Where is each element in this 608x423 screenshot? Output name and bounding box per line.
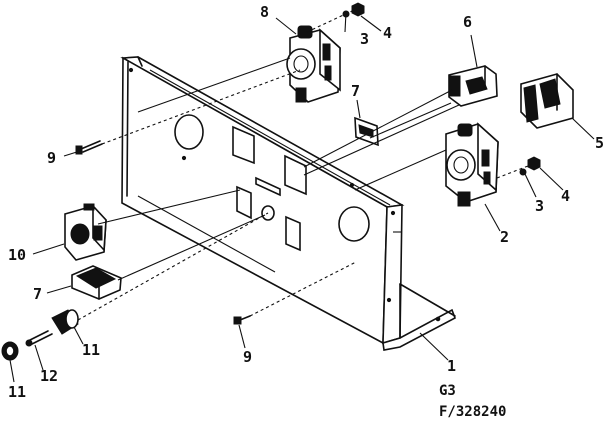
switch-part-6: [448, 65, 498, 107]
drawing-footer: G3 F/328240: [439, 383, 506, 420]
receptacle-part-2: [445, 122, 499, 207]
callout-9-bottom: 9: [243, 348, 252, 366]
washer-part-3-right: [519, 168, 527, 176]
callout-1: 1: [447, 357, 456, 375]
callout-4-right: 4: [561, 187, 570, 205]
component-part-5: [520, 73, 574, 129]
fuse-cap-part-11-lower: [1, 341, 19, 361]
clip-part-7-upper: [354, 116, 379, 147]
nut-part-4-top: [351, 2, 365, 17]
callout-9-left: 9: [47, 149, 56, 167]
callout-12: 12: [40, 367, 58, 385]
screw-part-9-left: [75, 140, 103, 155]
screw-part-9-bottom: [233, 315, 251, 325]
callout-6: 6: [463, 13, 472, 31]
callout-11-lower: 11: [8, 383, 26, 401]
nut-part-4-right: [527, 156, 541, 171]
assembly-lines: [9, 11, 595, 383]
fuse-holder-part-11-upper: [51, 309, 79, 335]
callout-8: 8: [260, 3, 269, 21]
drawing-number: F/328240: [439, 404, 506, 420]
callout-3-top: 3: [360, 30, 369, 48]
clip-part-7-lower: [71, 265, 122, 300]
spring-part-12: [25, 330, 53, 347]
figure-label: G3: [439, 383, 456, 399]
callout-2: 2: [500, 228, 509, 246]
receptacle-part-8: [286, 25, 341, 103]
leader-line: [306, 10, 353, 33]
callout-7-upper: 7: [351, 82, 360, 100]
control-panel-part-1: [120, 56, 456, 351]
outlet-part-10: [64, 203, 107, 261]
callout-5: 5: [595, 134, 604, 152]
callout-4-top: 4: [383, 24, 392, 42]
callout-labels: 8 3 4 6 7 5 9 4 3 2 10 7 11 9 1 12 11: [8, 3, 604, 401]
callout-7-lower: 7: [33, 285, 42, 303]
callout-3-right: 3: [535, 197, 544, 215]
callout-10: 10: [8, 246, 26, 264]
callout-11-upper: 11: [82, 341, 100, 359]
